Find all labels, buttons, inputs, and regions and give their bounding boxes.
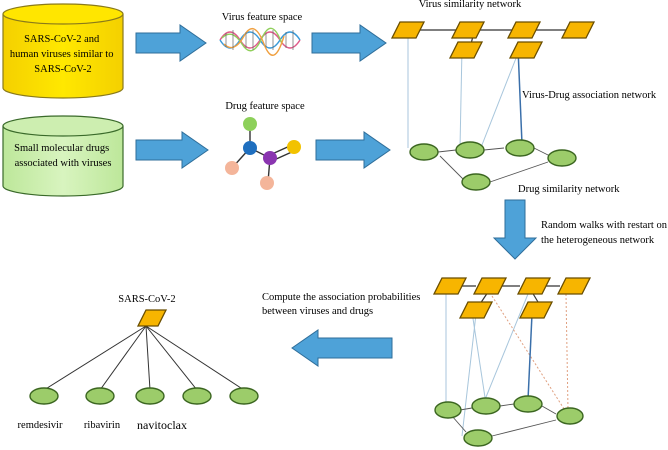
- drug-node: [513, 395, 543, 413]
- drug-node: [135, 387, 165, 405]
- drug-similarity-network-label: Drug similarity network: [518, 184, 620, 195]
- virus-node: [448, 41, 484, 59]
- virus-node: [450, 21, 486, 39]
- virus-node: [560, 21, 596, 39]
- drug-feature-space-label: Drug feature space: [225, 101, 305, 112]
- drug-node: [505, 139, 535, 157]
- drug-node: [547, 149, 577, 167]
- drug-label-navitoclax: navitoclax: [137, 418, 187, 432]
- result-tree: [29, 309, 259, 405]
- drug-database-cylinder: [2, 115, 124, 197]
- random-walk-label: Random walks with restart on the heterog…: [541, 220, 668, 246]
- virus-node: [506, 21, 542, 39]
- arrow-drug-db-to-feature: [135, 131, 209, 169]
- arrow-drug-feature-to-network: [315, 131, 391, 169]
- dna-wave-icon: [219, 27, 301, 56]
- virus-drug-association-label: Virus-Drug association network: [522, 90, 657, 101]
- drug-node: [29, 387, 59, 405]
- arrow-virus-db-to-feature: [135, 24, 207, 62]
- virus-node: [516, 277, 552, 295]
- virus-database-cylinder: [2, 3, 124, 99]
- drug-node: [85, 387, 115, 405]
- arrow-left-to-result: [291, 329, 393, 367]
- virus-database-label: SARS-CoV-2 and human viruses similar to …: [10, 34, 116, 75]
- virus-node-sars-cov-2: [136, 309, 168, 327]
- virus-node: [556, 277, 592, 295]
- network-bottom: [432, 277, 592, 447]
- virus-node: [432, 277, 468, 295]
- virus-node: [472, 277, 508, 295]
- virus-node: [390, 21, 426, 39]
- drug-node: [461, 173, 491, 191]
- virus-similarity-network-label: Virus similarity network: [419, 0, 522, 10]
- drug-node: [471, 397, 501, 415]
- virus-node: [518, 301, 554, 319]
- drug-node: [182, 387, 212, 405]
- drug-node: [409, 143, 439, 161]
- molecule-icon: [225, 117, 301, 190]
- arrow-down-random-walk: [492, 199, 538, 260]
- virus-feature-space-label: Virus feature space: [222, 12, 303, 23]
- compute-probabilities-label: Compute the association probabilities be…: [262, 292, 423, 317]
- virus-node: [458, 301, 494, 319]
- drug-database-label: Small molecular drugs associated with vi…: [14, 143, 112, 169]
- result-virus-label: SARS-CoV-2: [118, 294, 175, 305]
- drug-node: [455, 141, 485, 159]
- arrow-virus-feature-to-network: [311, 24, 387, 62]
- drug-node: [556, 407, 584, 425]
- drug-node: [229, 387, 259, 405]
- virus-node: [508, 41, 544, 59]
- drug-node: [434, 401, 462, 419]
- drug-label-ribavirin: ribavirin: [84, 420, 121, 431]
- drug-label-remdesivir: remdesivir: [18, 420, 63, 431]
- drug-node: [463, 429, 493, 447]
- network-top: [390, 21, 596, 191]
